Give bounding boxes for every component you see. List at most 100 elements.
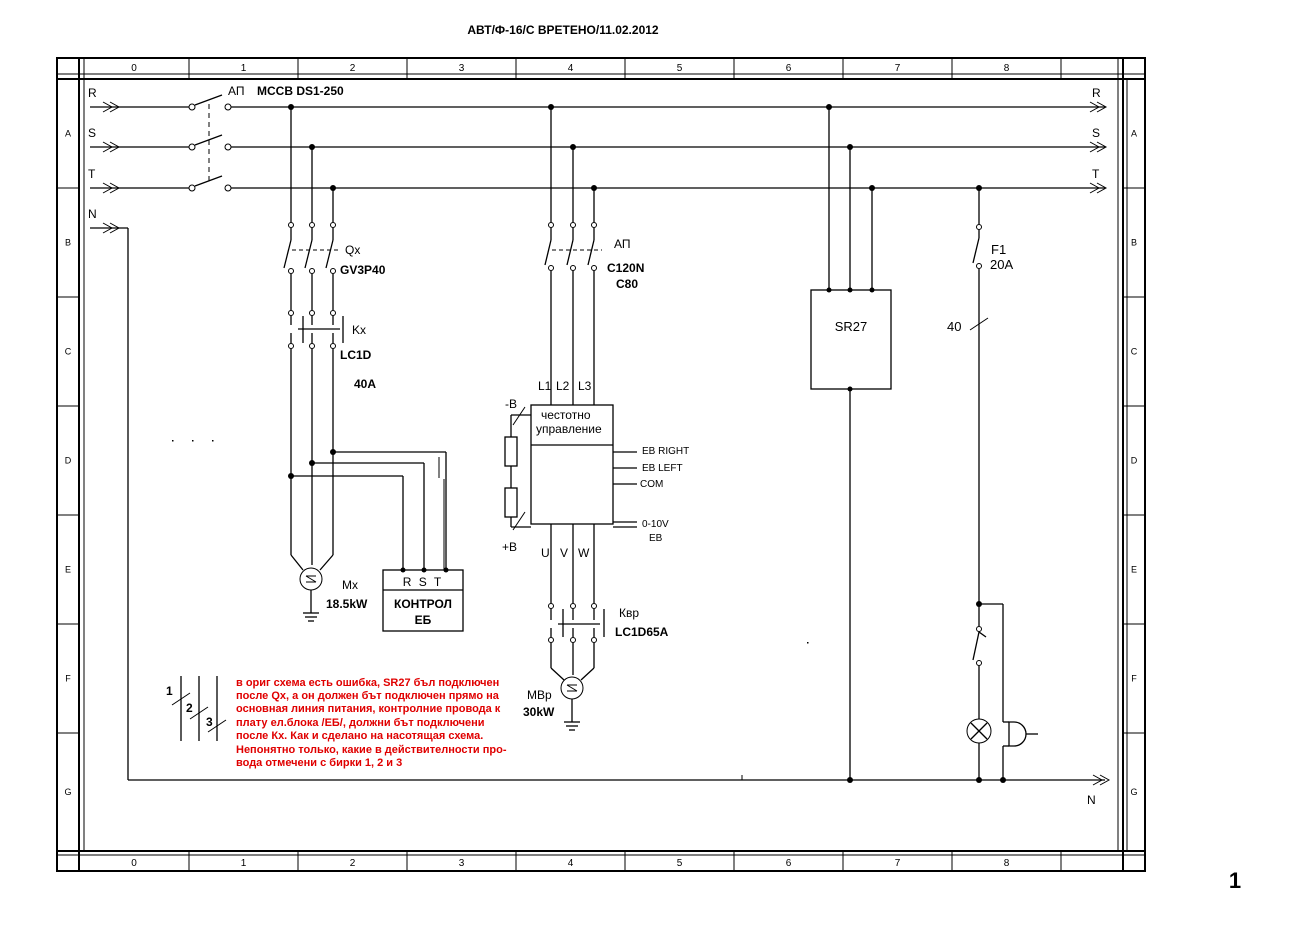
row-label-left: A [65,129,71,139]
vfd-title-line1: честотно [541,408,591,422]
sr27-branch [810,104,892,783]
column-label-bottom: 3 [459,858,465,869]
vfd-minus-label: -В [505,397,517,411]
row-label-left: B [65,238,71,248]
column-label-top: 2 [350,63,356,74]
vfd-branch [504,104,637,731]
note-line: основная линия питания, контролние прово… [236,703,501,715]
column-label-top: 4 [568,63,574,74]
row-label-right: B [1131,238,1137,248]
mvr-power: 30kW [523,705,555,719]
column-label-bottom: 5 [677,858,683,869]
vfd-signal-com: COM [640,479,663,490]
vfd-plus-label: +В [502,540,517,554]
column-label-top: 0 [131,63,137,74]
row-label-right: A [1131,129,1137,139]
note-line: в ориг схема есть ошибка, SR27 бъл подкл… [236,677,499,689]
mx-power: 18.5kW [326,597,368,611]
column-label-bottom: 0 [131,858,137,869]
qx-branch [283,104,464,632]
mvr-tag: МВр [527,688,552,702]
stray-marks [172,440,809,780]
vfd-input-l3: L3 [578,379,592,393]
note-line: после Qx, а он должен бът подключен прям… [236,690,500,702]
vfd-output-v: V [560,546,568,560]
row-label-right: F [1131,674,1137,684]
vfd-signal-010v: 0-10V [642,519,669,530]
column-label-top: 6 [786,63,792,74]
row-label-left: E [65,565,71,575]
bus-label-s-right: S [1092,126,1100,140]
column-label-top: 5 [677,63,683,74]
control-line1: КОНТРОЛ [394,597,452,611]
wire-label-3: 3 [206,715,213,729]
f1-tag: F1 [991,242,1006,257]
row-label-right: D [1131,456,1138,466]
control-line2: ЕБ [415,613,432,627]
bus-label-t-left: T [88,167,96,181]
note-line: после Кх. Как и сделано на насотящая схе… [236,730,483,742]
row-label-right: C [1131,347,1138,357]
mx-tag: Mx [342,578,358,592]
column-label-bottom: 1 [241,858,247,869]
row-label-right: E [1131,565,1137,575]
page-number: 1 [1229,868,1241,893]
vfd-input-l2: L2 [556,379,570,393]
sr27-label: SR27 [835,319,868,334]
wire-label-1: 1 [166,684,173,698]
bus-label-r-right: R [1092,86,1101,100]
main-breaker-model: MCCB DS1-250 [257,84,344,98]
column-label-bottom: 6 [786,858,792,869]
column-label-top: 1 [241,63,247,74]
vfd-input-l1: L1 [538,379,552,393]
bus-label-s-left: S [88,126,96,140]
wire-legend [171,676,227,741]
column-label-top: 8 [1004,63,1010,74]
vfd-signal-eb: EB [649,533,663,544]
note-line: Непонятно только, какие в действителност… [236,744,507,756]
column-label-bottom: 8 [1004,858,1010,869]
control-header: R S T [403,575,443,589]
bus-label-t-right: T [1092,167,1100,181]
note-line: плату ел.блока /ЕБ/, должни бът подключе… [236,717,484,729]
bus-label-r-left: R [88,86,97,100]
row-label-right: G [1130,787,1137,797]
main-breaker-symbol [188,94,232,192]
column-label-bottom: 7 [895,858,901,869]
column-label-top: 3 [459,63,465,74]
kx-tag: Kx [352,323,366,337]
vfd-output-w: W [578,546,590,560]
kx-rating: 40A [354,377,376,391]
note-block: в ориг схема есть ошибка, SR27 бъл подкл… [236,677,507,769]
wire-label-2: 2 [186,701,193,715]
row-label-left: C [65,347,72,357]
ap2-model: C120N [607,261,644,275]
vfd-title-line2: управление [536,422,602,436]
row-label-left: G [64,787,71,797]
drawing-frame [56,57,1146,872]
ap2-tag: АП [614,237,631,251]
column-label-top: 7 [895,63,901,74]
bus-label-n-left: N [88,207,97,221]
drawing-title: АВТ/Ф-16/С ВРЕТЕНО/11.02.2012 [467,23,659,37]
column-label-bottom: 4 [568,858,574,869]
vfd-signal-left: EB LEFT [642,463,683,474]
row-labels: A A B B C C D D E E F F G G [64,129,1137,798]
note-line: вода отмечени с бирки 1, 2 и 3 [236,757,402,769]
kx-model: LC1D [340,348,372,362]
kvr-model: LC1D65A [615,625,669,639]
kvr-tag: Квр [619,606,639,620]
qx-model: GV3P40 [340,263,386,277]
column-label-bottom: 2 [350,858,356,869]
row-label-left: F [65,674,71,684]
bus-label-n-right: N [1087,793,1096,807]
f1-wire-number: 40 [947,319,961,334]
f1-branch [966,185,1038,783]
qx-tag: Qx [345,243,360,257]
main-breaker-tag: АП [228,84,245,98]
ap2-rating: C80 [616,277,638,291]
bus-lines [90,101,1111,786]
row-label-left: D [65,456,72,466]
